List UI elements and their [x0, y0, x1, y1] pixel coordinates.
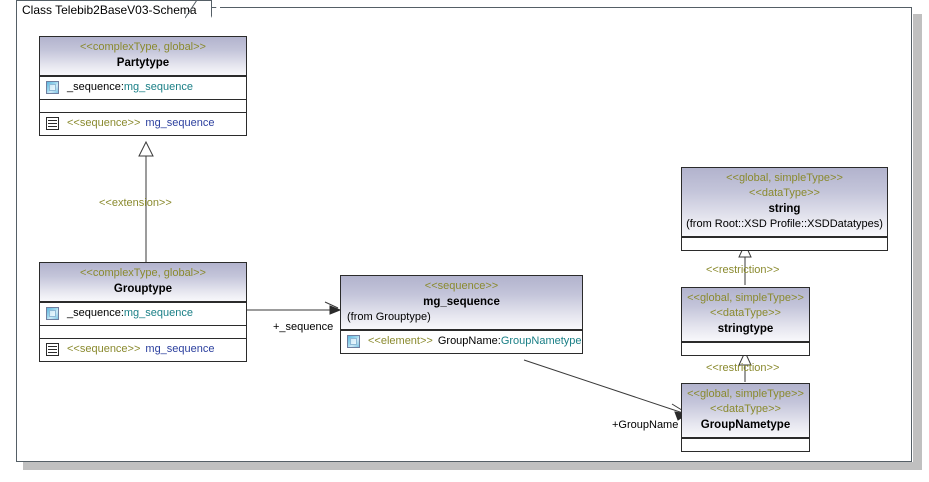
- compartment-sequence-grouptype: <<sequence>> mg_sequence: [40, 338, 246, 361]
- connector-label-extension: <<extension>>: [99, 197, 172, 209]
- connector-label-groupname-role: +GroupName: [612, 419, 679, 431]
- sequence-stereotype: <<sequence>>: [67, 343, 141, 355]
- class-namespace: (from Root::XSD Profile::XSDDatatypes): [686, 218, 883, 230]
- class-name: stringtype: [717, 323, 774, 335]
- class-stereotype-datatype: <<dataType>>: [749, 187, 820, 199]
- sequence-row[interactable]: <<sequence>> mg_sequence: [40, 113, 246, 135]
- uml-class-groupnametype[interactable]: <<global, simpleType>> <<dataType>> Grou…: [681, 383, 810, 452]
- class-header-grouptype: <<complexType, global>> Grouptype: [40, 263, 246, 302]
- connector-label-sequence-role: +_sequence: [273, 321, 334, 333]
- attribute-row[interactable]: _sequence:mg_sequence: [40, 77, 246, 99]
- diagram-tab-label: Class Telebib2BaseV03-Schema: [22, 3, 197, 17]
- sequence-row[interactable]: <<sequence>> mg_sequence: [40, 339, 246, 361]
- connector-label-restriction-string: <<restriction>>: [706, 264, 780, 276]
- element-type: GroupNametype: [500, 335, 582, 347]
- sequence-stereotype: <<sequence>>: [67, 117, 141, 129]
- connector-label-restriction-stringtype: <<restriction>>: [706, 362, 780, 374]
- compartment-operations-partytype: [40, 99, 246, 112]
- window-shadow-right: [913, 14, 922, 469]
- attribute-icon: [46, 307, 59, 320]
- attribute-type: mg_sequence: [123, 81, 193, 93]
- class-name: Grouptype: [113, 283, 173, 295]
- sequence-icon: [46, 343, 59, 356]
- class-name: string: [768, 203, 801, 215]
- attribute-type: mg_sequence: [123, 307, 193, 319]
- compartment-operations-grouptype: [40, 325, 246, 338]
- class-stereotype-datatype: <<dataType>>: [710, 307, 781, 319]
- uml-class-stringtype[interactable]: <<global, simpleType>> <<dataType>> stri…: [681, 287, 810, 356]
- compartment-attributes-partytype: _sequence:mg_sequence: [40, 76, 246, 99]
- class-header-string: <<global, simpleType>> <<dataType>> stri…: [682, 168, 887, 237]
- class-header-partytype: <<complexType, global>> Partytype: [40, 37, 246, 76]
- compartment-attributes-groupnametype: [682, 438, 809, 451]
- class-header-groupnametype: <<global, simpleType>> <<dataType>> Grou…: [682, 384, 809, 438]
- attribute-label: _sequence:: [67, 81, 124, 93]
- class-stereotype: <<sequence>>: [424, 280, 499, 292]
- compartment-elements-mg-sequence: <<element>> GroupName:GroupNametype: [341, 330, 582, 353]
- sequence-icon: [46, 117, 59, 130]
- class-stereotype: <<complexType, global>>: [80, 267, 206, 279]
- attribute-row[interactable]: _sequence:mg_sequence: [40, 303, 246, 325]
- uml-class-grouptype[interactable]: <<complexType, global>> Grouptype _seque…: [39, 262, 247, 362]
- sequence-member: mg_sequence: [145, 117, 215, 129]
- class-namespace: (from Grouptype): [347, 311, 431, 323]
- uml-class-mg-sequence[interactable]: <<sequence>> mg_sequence (from Grouptype…: [340, 275, 583, 354]
- class-name: mg_sequence: [423, 296, 500, 308]
- attribute-icon: [46, 81, 59, 94]
- class-stereotype-datatype: <<dataType>>: [710, 403, 781, 415]
- compartment-attributes-grouptype: _sequence:mg_sequence: [40, 302, 246, 325]
- class-name: GroupNametype: [700, 419, 791, 431]
- class-name: Partytype: [116, 57, 170, 69]
- class-stereotype: <<global, simpleType>>: [687, 388, 804, 400]
- compartment-sequence-partytype: <<sequence>> mg_sequence: [40, 112, 246, 135]
- window-shadow-bottom: [23, 462, 922, 470]
- element-label: GroupName:: [437, 335, 501, 347]
- class-stereotype: <<complexType, global>>: [80, 41, 206, 53]
- compartment-attributes-string: [682, 237, 887, 250]
- uml-class-string[interactable]: <<global, simpleType>> <<dataType>> stri…: [681, 167, 888, 251]
- sequence-member: mg_sequence: [145, 343, 215, 355]
- element-row[interactable]: <<element>> GroupName:GroupNametype: [341, 331, 582, 353]
- class-stereotype: <<global, simpleType>>: [687, 292, 804, 304]
- class-stereotype: <<global, simpleType>>: [726, 172, 843, 184]
- compartment-attributes-stringtype: [682, 342, 809, 355]
- class-header-mg-sequence: <<sequence>> mg_sequence (from Grouptype…: [341, 276, 582, 330]
- diagram-tab[interactable]: Class Telebib2BaseV03-Schema: [16, 0, 220, 18]
- attribute-label: _sequence:: [67, 307, 124, 319]
- class-header-stringtype: <<global, simpleType>> <<dataType>> stri…: [682, 288, 809, 342]
- element-stereotype: <<element>>: [368, 335, 433, 347]
- attribute-icon: [347, 335, 360, 348]
- uml-class-partytype[interactable]: <<complexType, global>> Partytype _seque…: [39, 36, 247, 136]
